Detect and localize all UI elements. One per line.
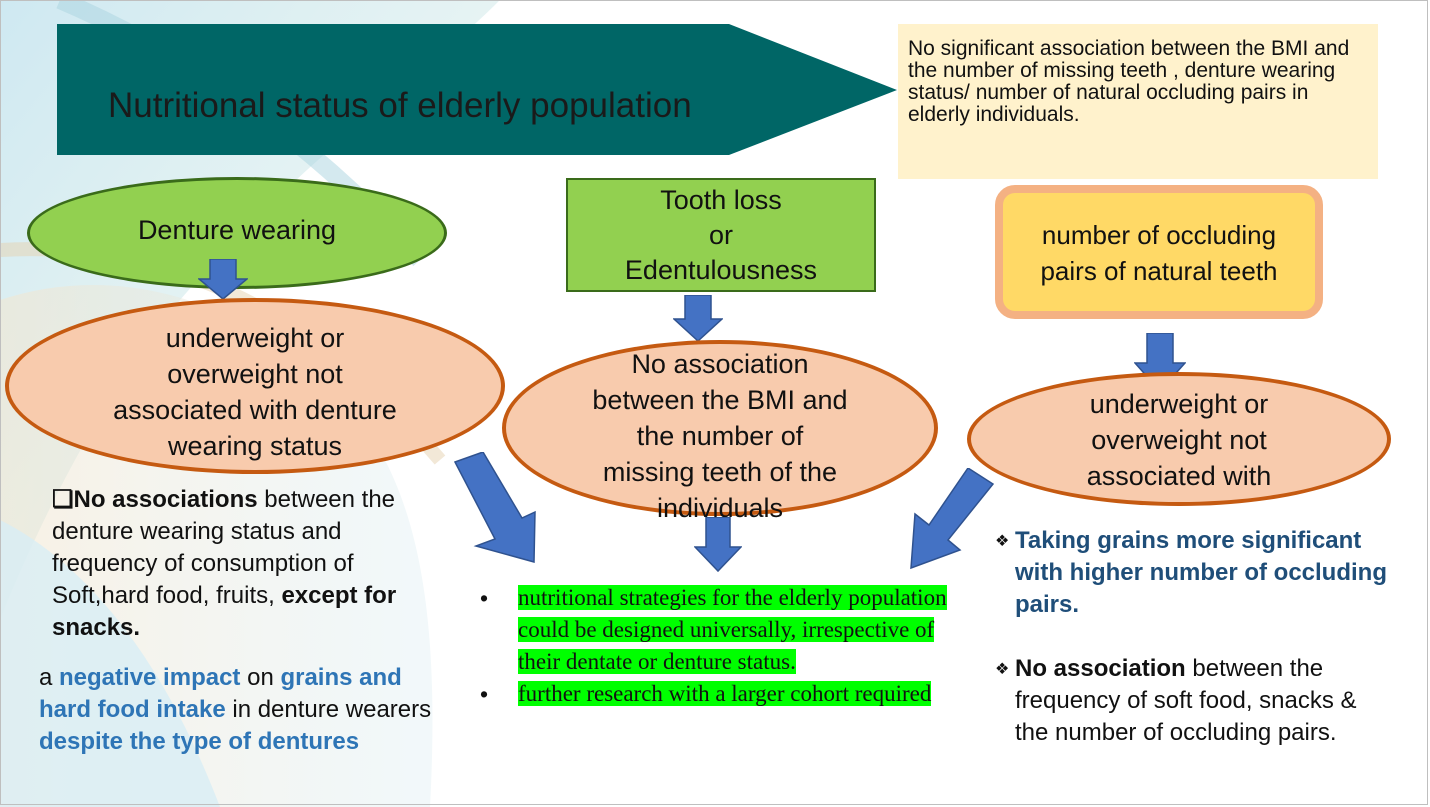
conclusion-item: • further research with a larger cohort … [480, 678, 950, 710]
denture-wearing-label: Denture wearing [137, 214, 337, 245]
neg-bold-3: despite the type of dentures [39, 728, 360, 755]
finding-item: ❖ No association between the frequency o… [995, 653, 1395, 749]
neg-text-3: in denture wearers [225, 696, 432, 723]
diamond-bullet-icon: ❖ [995, 533, 1010, 550]
occluding-findings-list: ❖ Taking grains more significant with hi… [995, 525, 1395, 749]
down-arrow-icon [673, 295, 723, 343]
tooth-loss-line-2: or [708, 220, 733, 250]
oval-left-line-4: wearing status [167, 431, 343, 461]
denture-wearing-ellipse: Denture wearing [27, 177, 447, 289]
denture-findings-rest: between the denture wearing status and f… [52, 486, 396, 609]
checkbox-bullet-icon: ❏ [52, 486, 74, 513]
oval-mid-line-4: missing teeth of the [602, 457, 838, 487]
oval-mid-line-2: between the BMI and [592, 385, 848, 415]
oval-right-line-2: overweight not [1091, 425, 1267, 455]
tooth-loss-result-oval: No association between the BMI and the n… [502, 340, 938, 523]
bullet-icon: • [480, 585, 489, 611]
denture-result-oval: underweight or overweight not associated… [5, 298, 505, 474]
oval-left-line-3: associated with denture [113, 395, 397, 425]
oval-left-line-2: overweight not [167, 359, 343, 389]
conclusion-item: • nutritional strategies for the elderly… [480, 582, 950, 678]
grains-finding: Taking grains more significant with high… [1015, 527, 1387, 618]
conclusion-text-2: further research with a larger cohort re… [518, 681, 932, 706]
oval-mid-line-1: No association [631, 349, 809, 379]
conclusions-list: • nutritional strategies for the elderly… [480, 582, 950, 710]
conclusion-text-1: nutritional strategies for the elderly p… [518, 585, 947, 674]
oval-right-line-3: associated with [1086, 461, 1272, 491]
occluding-pairs-box: number of occluding pairs of natural tee… [995, 185, 1323, 319]
diagonal-arrow-icon [910, 468, 995, 570]
tooth-loss-line-1: Tooth loss [660, 185, 782, 215]
denture-findings-text: ❏No associations between the denture wea… [52, 484, 452, 644]
occluding-result-oval: underweight or overweight not associated… [967, 372, 1391, 506]
oval-left-line-1: underweight or [165, 323, 345, 353]
tooth-loss-box: Tooth loss or Edentulousness [566, 178, 876, 292]
oval-right-line-1: underweight or [1089, 389, 1269, 419]
no-associations-bold: No associations [73, 486, 258, 513]
no-association-bold: No association [1015, 655, 1186, 682]
soft-food-finding: between the frequency of soft food, snac… [1015, 655, 1357, 746]
title-arrow-shape [57, 24, 897, 155]
finding-item: ❖ Taking grains more significant with hi… [995, 525, 1395, 621]
occluding-line-2: pairs of natural teeth [1040, 256, 1278, 286]
down-arrow-icon [198, 259, 248, 300]
oval-mid-line-3: the number of [636, 421, 804, 451]
neg-bold-1: negative impact [59, 664, 241, 691]
diamond-bullet-icon: ❖ [995, 661, 1010, 678]
neg-text-1: a [39, 664, 60, 691]
occluding-line-1: number of occluding [1041, 220, 1277, 250]
down-arrow-icon [694, 517, 742, 573]
except-snacks-bold: except for snacks. [52, 582, 397, 641]
tooth-loss-line-3: Edentulousness [624, 255, 818, 285]
neg-bold-2: grains and hard food intake [39, 664, 402, 723]
diagonal-arrow-icon [453, 452, 536, 563]
neg-text-2: on [240, 664, 281, 691]
page-title: Nutritional status of elderly population [108, 86, 692, 125]
bullet-icon: • [480, 681, 489, 707]
summary-note: No significant association between the B… [898, 24, 1378, 179]
negative-impact-text: a negative impact on grains and hard foo… [39, 662, 459, 758]
